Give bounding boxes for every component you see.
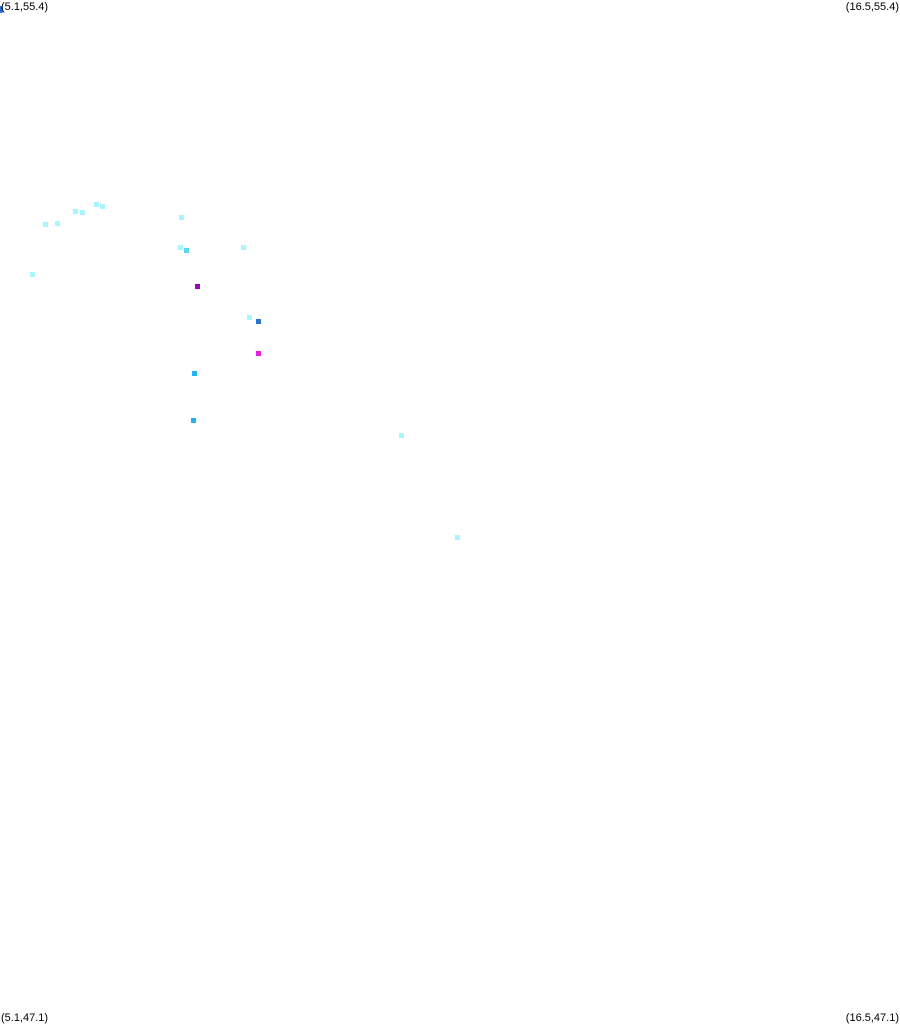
map-point[interactable] (246, 314, 252, 320)
corner-label-top-right: (16.5,55.4) (845, 1, 899, 13)
map-point[interactable] (29, 271, 35, 277)
map-point[interactable] (454, 534, 460, 540)
map-point[interactable] (191, 371, 197, 377)
map-point[interactable] (194, 283, 200, 289)
corner-label-bottom-left: (5.1,47.1) (1, 1012, 49, 1024)
map-point[interactable] (183, 248, 189, 254)
map-point[interactable] (100, 203, 106, 209)
map-point[interactable] (93, 201, 99, 207)
corner-label-top-left: (5.1,55.4) (1, 1, 49, 13)
map-point[interactable] (255, 319, 261, 325)
map-point[interactable] (240, 244, 246, 250)
map-point[interactable] (399, 432, 405, 438)
corner-label-bottom-right: (16.5,47.1) (845, 1012, 899, 1024)
map-point[interactable] (79, 210, 85, 216)
origin-marker (0, 6, 3, 13)
map-point[interactable] (73, 208, 79, 214)
map-point[interactable] (55, 221, 61, 227)
map-point[interactable] (42, 222, 48, 228)
map-point[interactable] (178, 244, 184, 250)
map-point[interactable] (255, 351, 261, 357)
map-point[interactable] (190, 417, 196, 423)
map-point[interactable] (179, 215, 185, 221)
